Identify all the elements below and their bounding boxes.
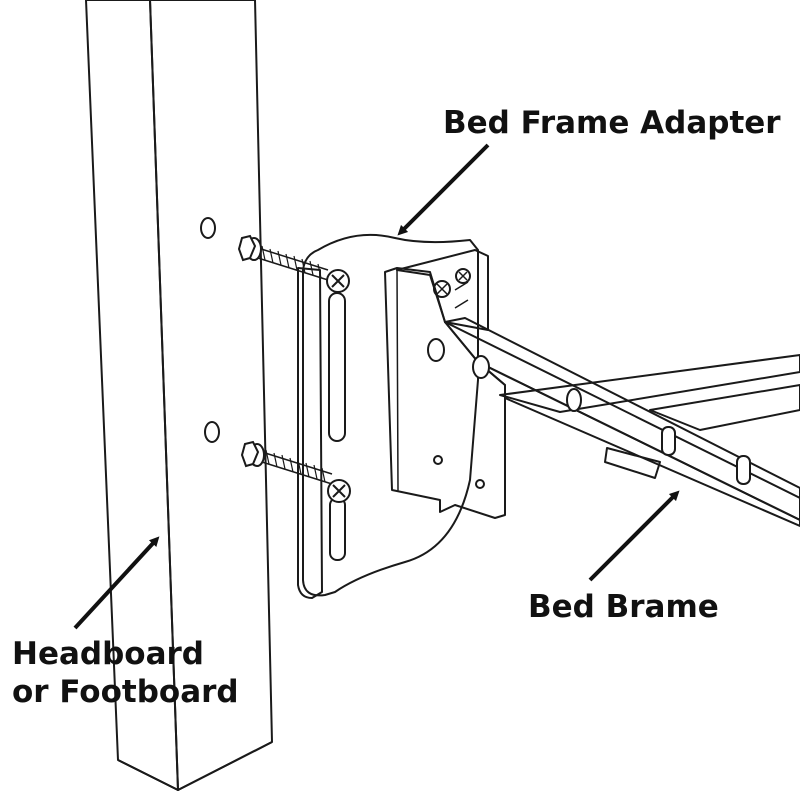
adapter-bracket [384,249,506,519]
rail-slot-1 [661,426,676,456]
bolt-upper [237,234,329,281]
post-hole-lower [204,421,220,443]
arrow-to-frame [588,490,680,582]
arrow-to-adapter [397,143,490,236]
bracket-pin-2 [475,479,485,489]
bolt-lower [240,440,333,485]
rail-hole [566,388,582,412]
bracket-screw-2 [433,280,451,298]
arrow-to-post [73,536,160,630]
bracket-pin-1 [433,455,443,465]
screw-lower [327,479,351,503]
screw-upper [326,269,350,293]
bracket-screw-1 [455,268,471,284]
label-bed-frame: Bed Brame [528,589,719,625]
label-bed-frame-adapter: Bed Frame Adapter [443,105,781,141]
headboard-post [85,0,273,791]
adapter-slot-upper [328,292,346,442]
bed-frame-rail [444,317,800,527]
bracket-hole-2 [472,355,490,379]
bracket-hole-1 [427,338,445,362]
adapter-slot-lower [329,497,346,561]
label-headboard: Headboard [12,636,204,672]
label-or-footboard: or Footboard [12,674,239,710]
rail-slot-2 [736,455,751,485]
adapter-plate [297,233,479,599]
post-hole-upper [200,217,216,239]
callout-arrows [73,143,680,630]
